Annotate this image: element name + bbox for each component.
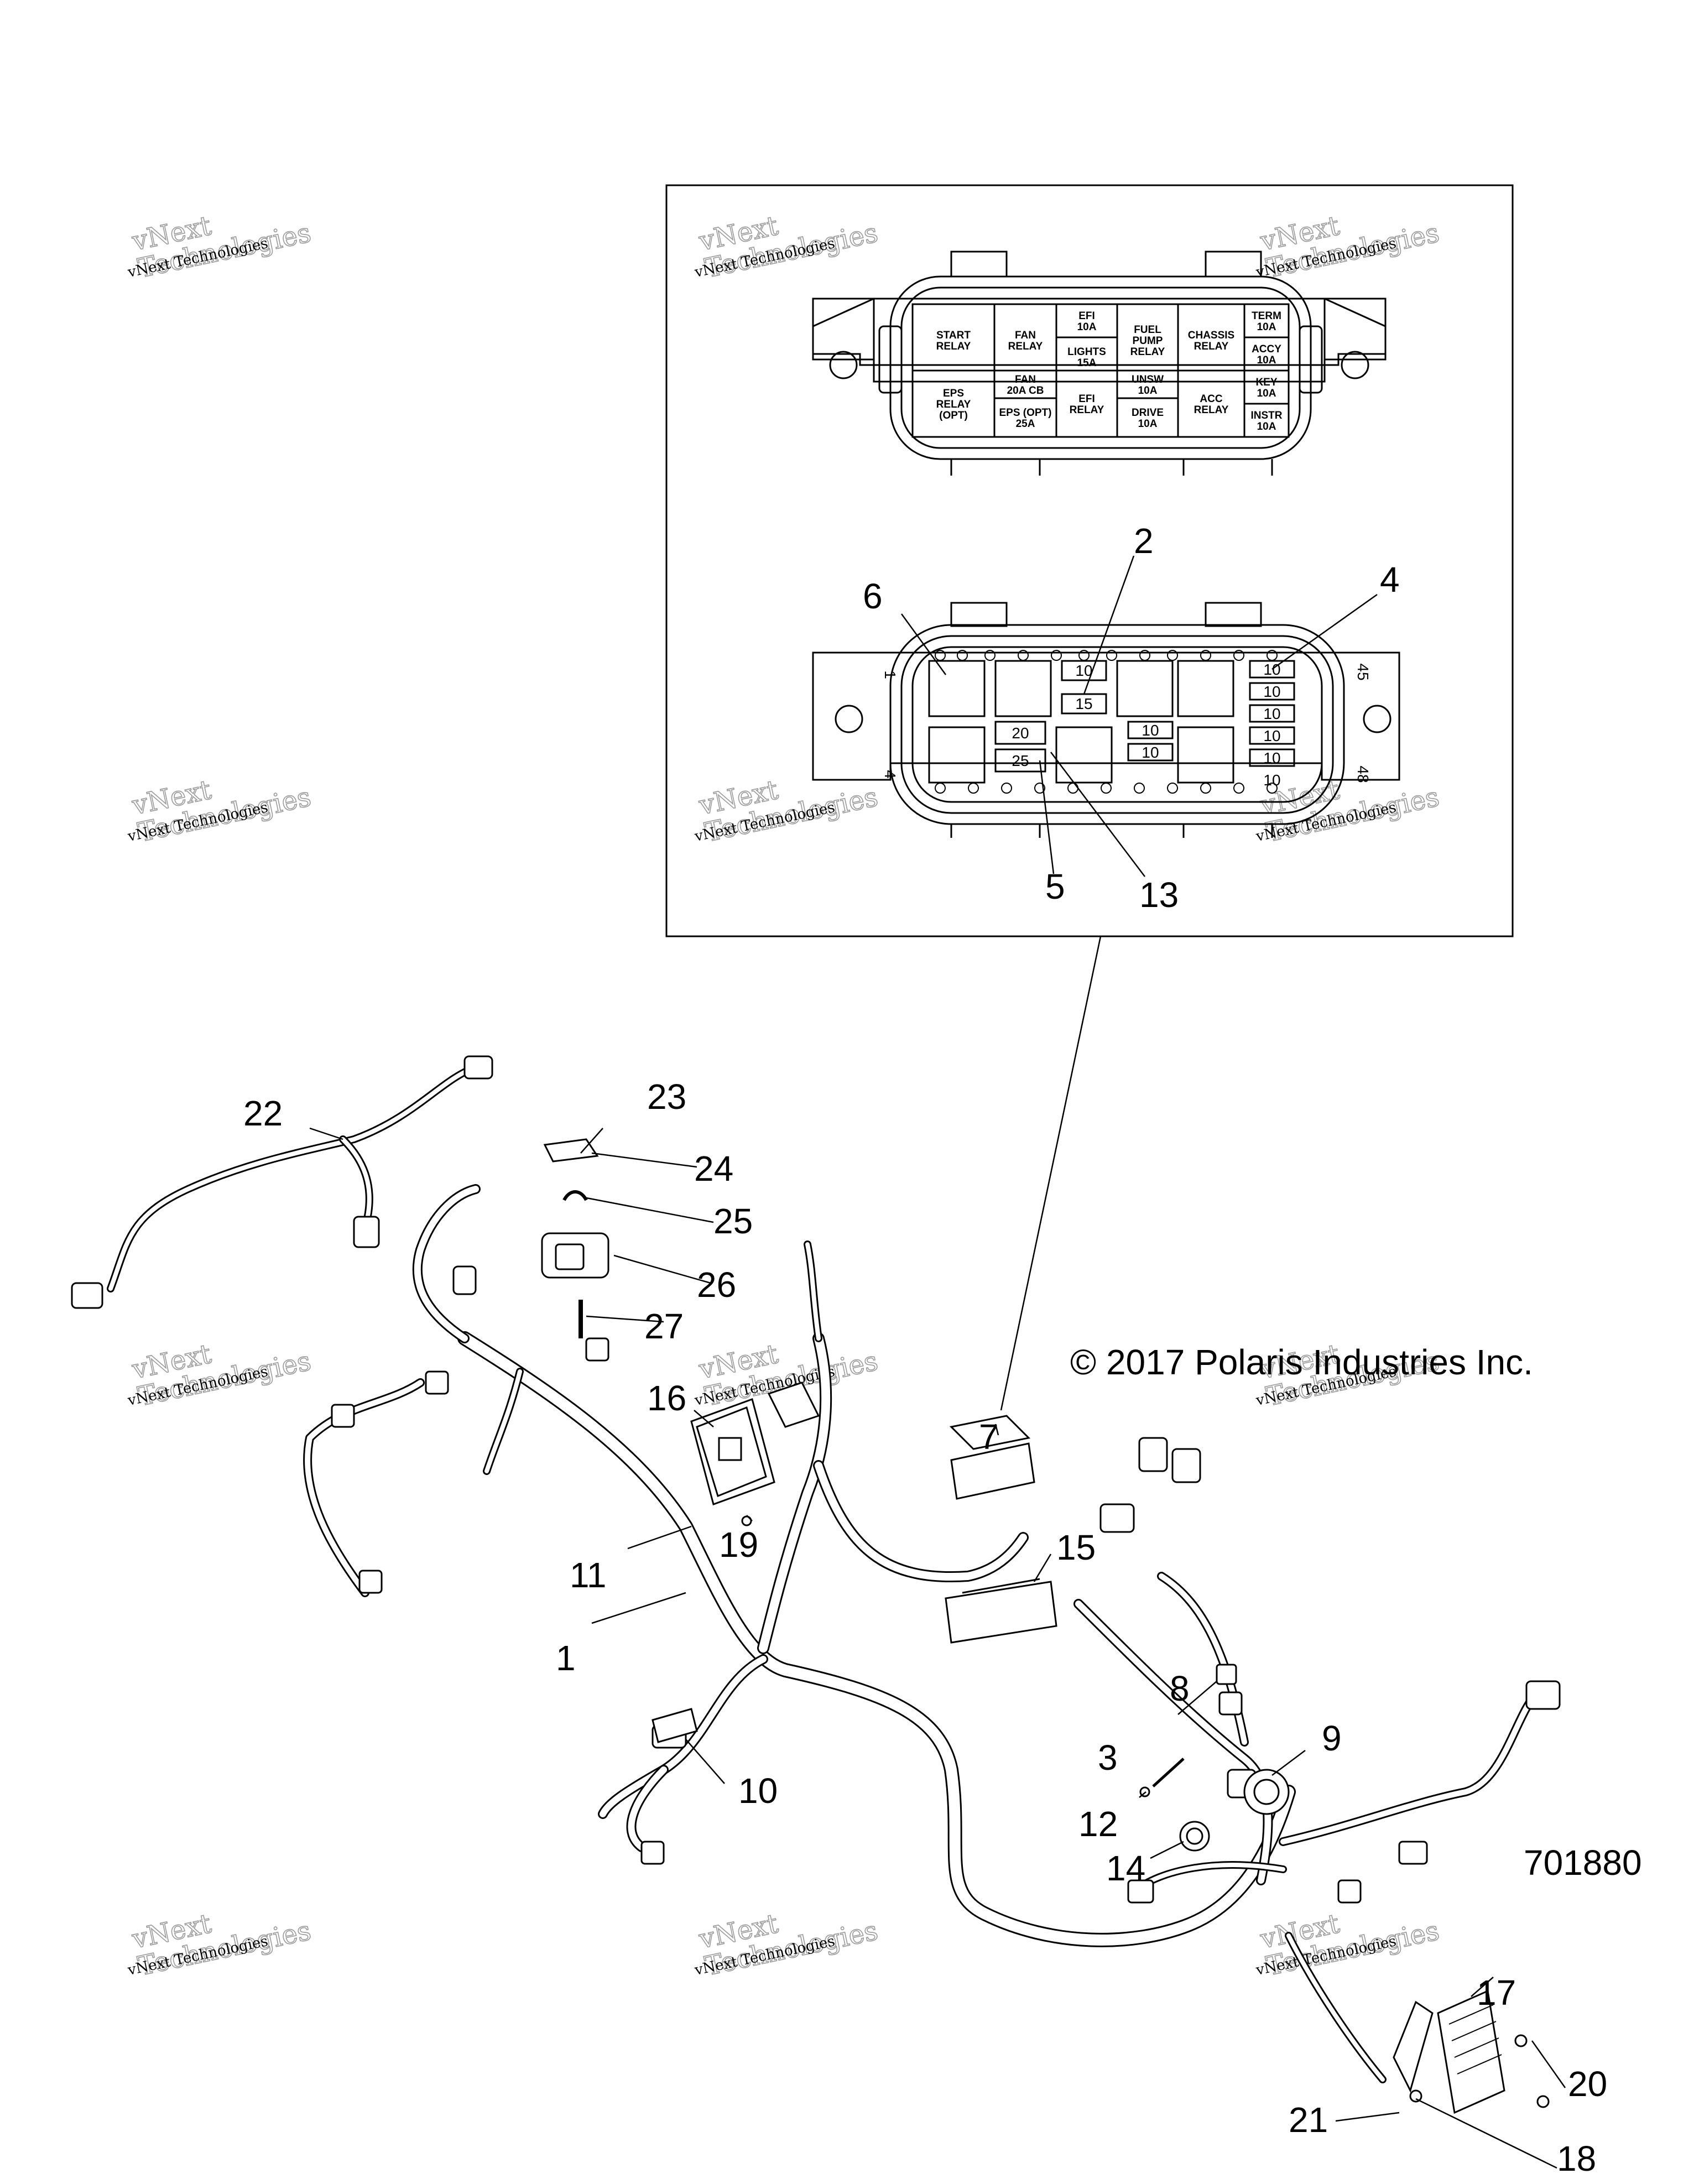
mounting-bracket — [1393, 2000, 1434, 2093]
fuse-amp-number: 10 — [1263, 772, 1280, 789]
callout-18: 18 — [1557, 2139, 1596, 2178]
components — [71, 1055, 1561, 2114]
callout-8: 8 — [1170, 1669, 1190, 1708]
callout-9: 9 — [1322, 1718, 1342, 1758]
callout-27: 27 — [644, 1306, 684, 1346]
ecu-module — [690, 1398, 775, 1505]
fuse-box-label-view — [812, 251, 1387, 476]
callout-26: 26 — [697, 1265, 736, 1305]
fuse-amp-number: 10 — [1142, 744, 1159, 761]
bracket — [543, 1138, 599, 1163]
fuse-amp-number: 10 — [1142, 722, 1159, 739]
callout-22: 22 — [243, 1093, 283, 1133]
fuse-amp-number: 10 — [1263, 705, 1280, 722]
fuse-amp-number: 20 — [1012, 724, 1029, 742]
inset-leader-lines — [900, 555, 1378, 1411]
callout-3: 3 — [1098, 1738, 1118, 1778]
fuse-amp-number: 10 — [1263, 683, 1280, 700]
callout-24: 24 — [694, 1149, 733, 1189]
part-number: 701880 — [1524, 1843, 1642, 1883]
callout-5: 5 — [1045, 867, 1065, 906]
callout-16: 16 — [647, 1378, 686, 1418]
callout-7: 7 — [979, 1417, 999, 1457]
callout-25: 25 — [713, 1201, 753, 1241]
callout-19: 19 — [719, 1525, 758, 1565]
fuse-amp-number: 10 — [1263, 727, 1280, 744]
pin-number: 48 — [1354, 765, 1372, 783]
fuse-box-top — [950, 1442, 1035, 1500]
fuse-amp-number: 10 — [1263, 661, 1280, 678]
fuse-box-base — [945, 1581, 1057, 1644]
pin-number: 1 — [882, 670, 899, 679]
callout-21: 21 — [1289, 2100, 1328, 2140]
callout-11: 11 — [570, 1555, 606, 1595]
callout-20: 20 — [1568, 2064, 1607, 2104]
fuse-box-label: EPS (OPT)25A — [999, 407, 1051, 430]
callout-2: 2 — [1134, 521, 1154, 561]
pin-number: 45 — [1354, 663, 1372, 680]
callout-12: 12 — [1078, 1804, 1118, 1844]
callout-13: 13 — [1139, 875, 1179, 915]
callout-6: 6 — [863, 576, 883, 616]
callout-1: 1 — [556, 1638, 576, 1678]
callout-14: 14 — [1106, 1848, 1145, 1888]
relay — [541, 1232, 609, 1279]
callout-15: 15 — [1056, 1528, 1096, 1567]
fuse-amp-number: 10 — [1263, 749, 1280, 767]
pin-number: 4 — [882, 770, 899, 779]
pin-number-markings: 1 45 4 48 — [882, 663, 1372, 783]
fuse-box-open-view — [812, 602, 1400, 838]
callout-10: 10 — [738, 1771, 778, 1811]
callout-4: 4 — [1380, 560, 1400, 600]
callout-17: 17 — [1477, 1973, 1516, 2013]
copyright-text: © 2017 Polaris Industries Inc. — [1070, 1342, 1533, 1382]
fuse-amp-number: 25 — [1012, 752, 1029, 769]
callout-23: 23 — [647, 1077, 686, 1117]
fuse-amp-number: 15 — [1075, 695, 1092, 712]
inset-frame — [665, 184, 1514, 937]
fuse-box-cover — [949, 1415, 1031, 1450]
callout-leader-lines — [309, 1127, 1566, 2169]
